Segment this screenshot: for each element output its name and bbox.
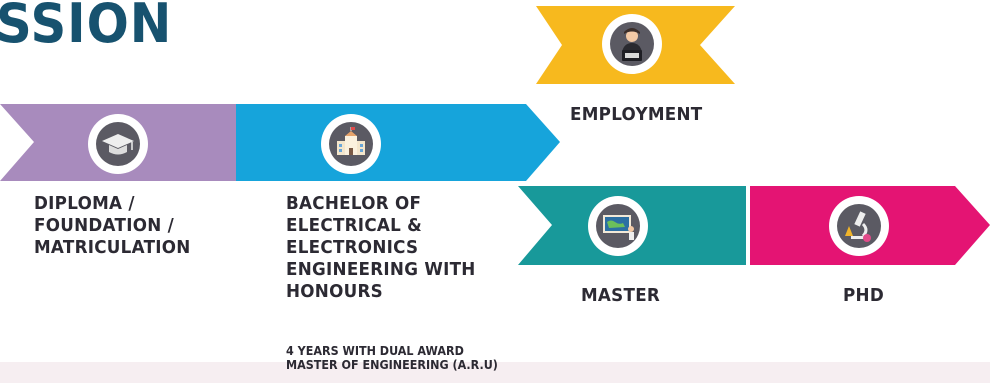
presentation-board-icon xyxy=(588,196,648,256)
diploma-label-line: MATRICULATION xyxy=(34,237,191,258)
bachelor-note: 4 YEARS WITH DUAL AWARD MASTER OF ENGINE… xyxy=(286,344,498,372)
bachelor-label-line: HONOURS xyxy=(286,281,383,302)
bachelor-label-line: BACHELOR OF xyxy=(286,193,422,214)
diploma-label: DIPLOMA / FOUNDATION / MATRICULATION xyxy=(34,193,191,259)
bachelor-note-line: 4 YEARS WITH DUAL AWARD xyxy=(286,344,464,358)
microscope-icon xyxy=(829,196,889,256)
bottom-strip xyxy=(0,362,990,383)
graduation-cap-icon xyxy=(88,114,148,174)
school-building-icon xyxy=(321,114,381,174)
bachelor-ribbon xyxy=(236,104,560,181)
diploma-label-line: DIPLOMA / xyxy=(34,193,135,214)
bachelor-label-line: ELECTRICAL & xyxy=(286,215,423,236)
diploma-label-line: FOUNDATION / xyxy=(34,215,175,236)
bachelor-label-line: ENGINEERING WITH xyxy=(286,259,476,280)
bachelor-label: BACHELOR OF ELECTRICAL & ELECTRONICS ENG… xyxy=(286,193,476,303)
employment-label: EMPLOYMENT xyxy=(570,104,703,125)
bachelor-note-line: MASTER OF ENGINEERING (A.R.U) xyxy=(286,358,498,372)
phd-label: PHD xyxy=(843,285,885,306)
page-heading: SSION xyxy=(0,0,173,55)
employee-at-desk-icon xyxy=(602,14,662,74)
bachelor-label-line: ELECTRONICS xyxy=(286,237,419,258)
master-label: MASTER xyxy=(581,285,661,306)
